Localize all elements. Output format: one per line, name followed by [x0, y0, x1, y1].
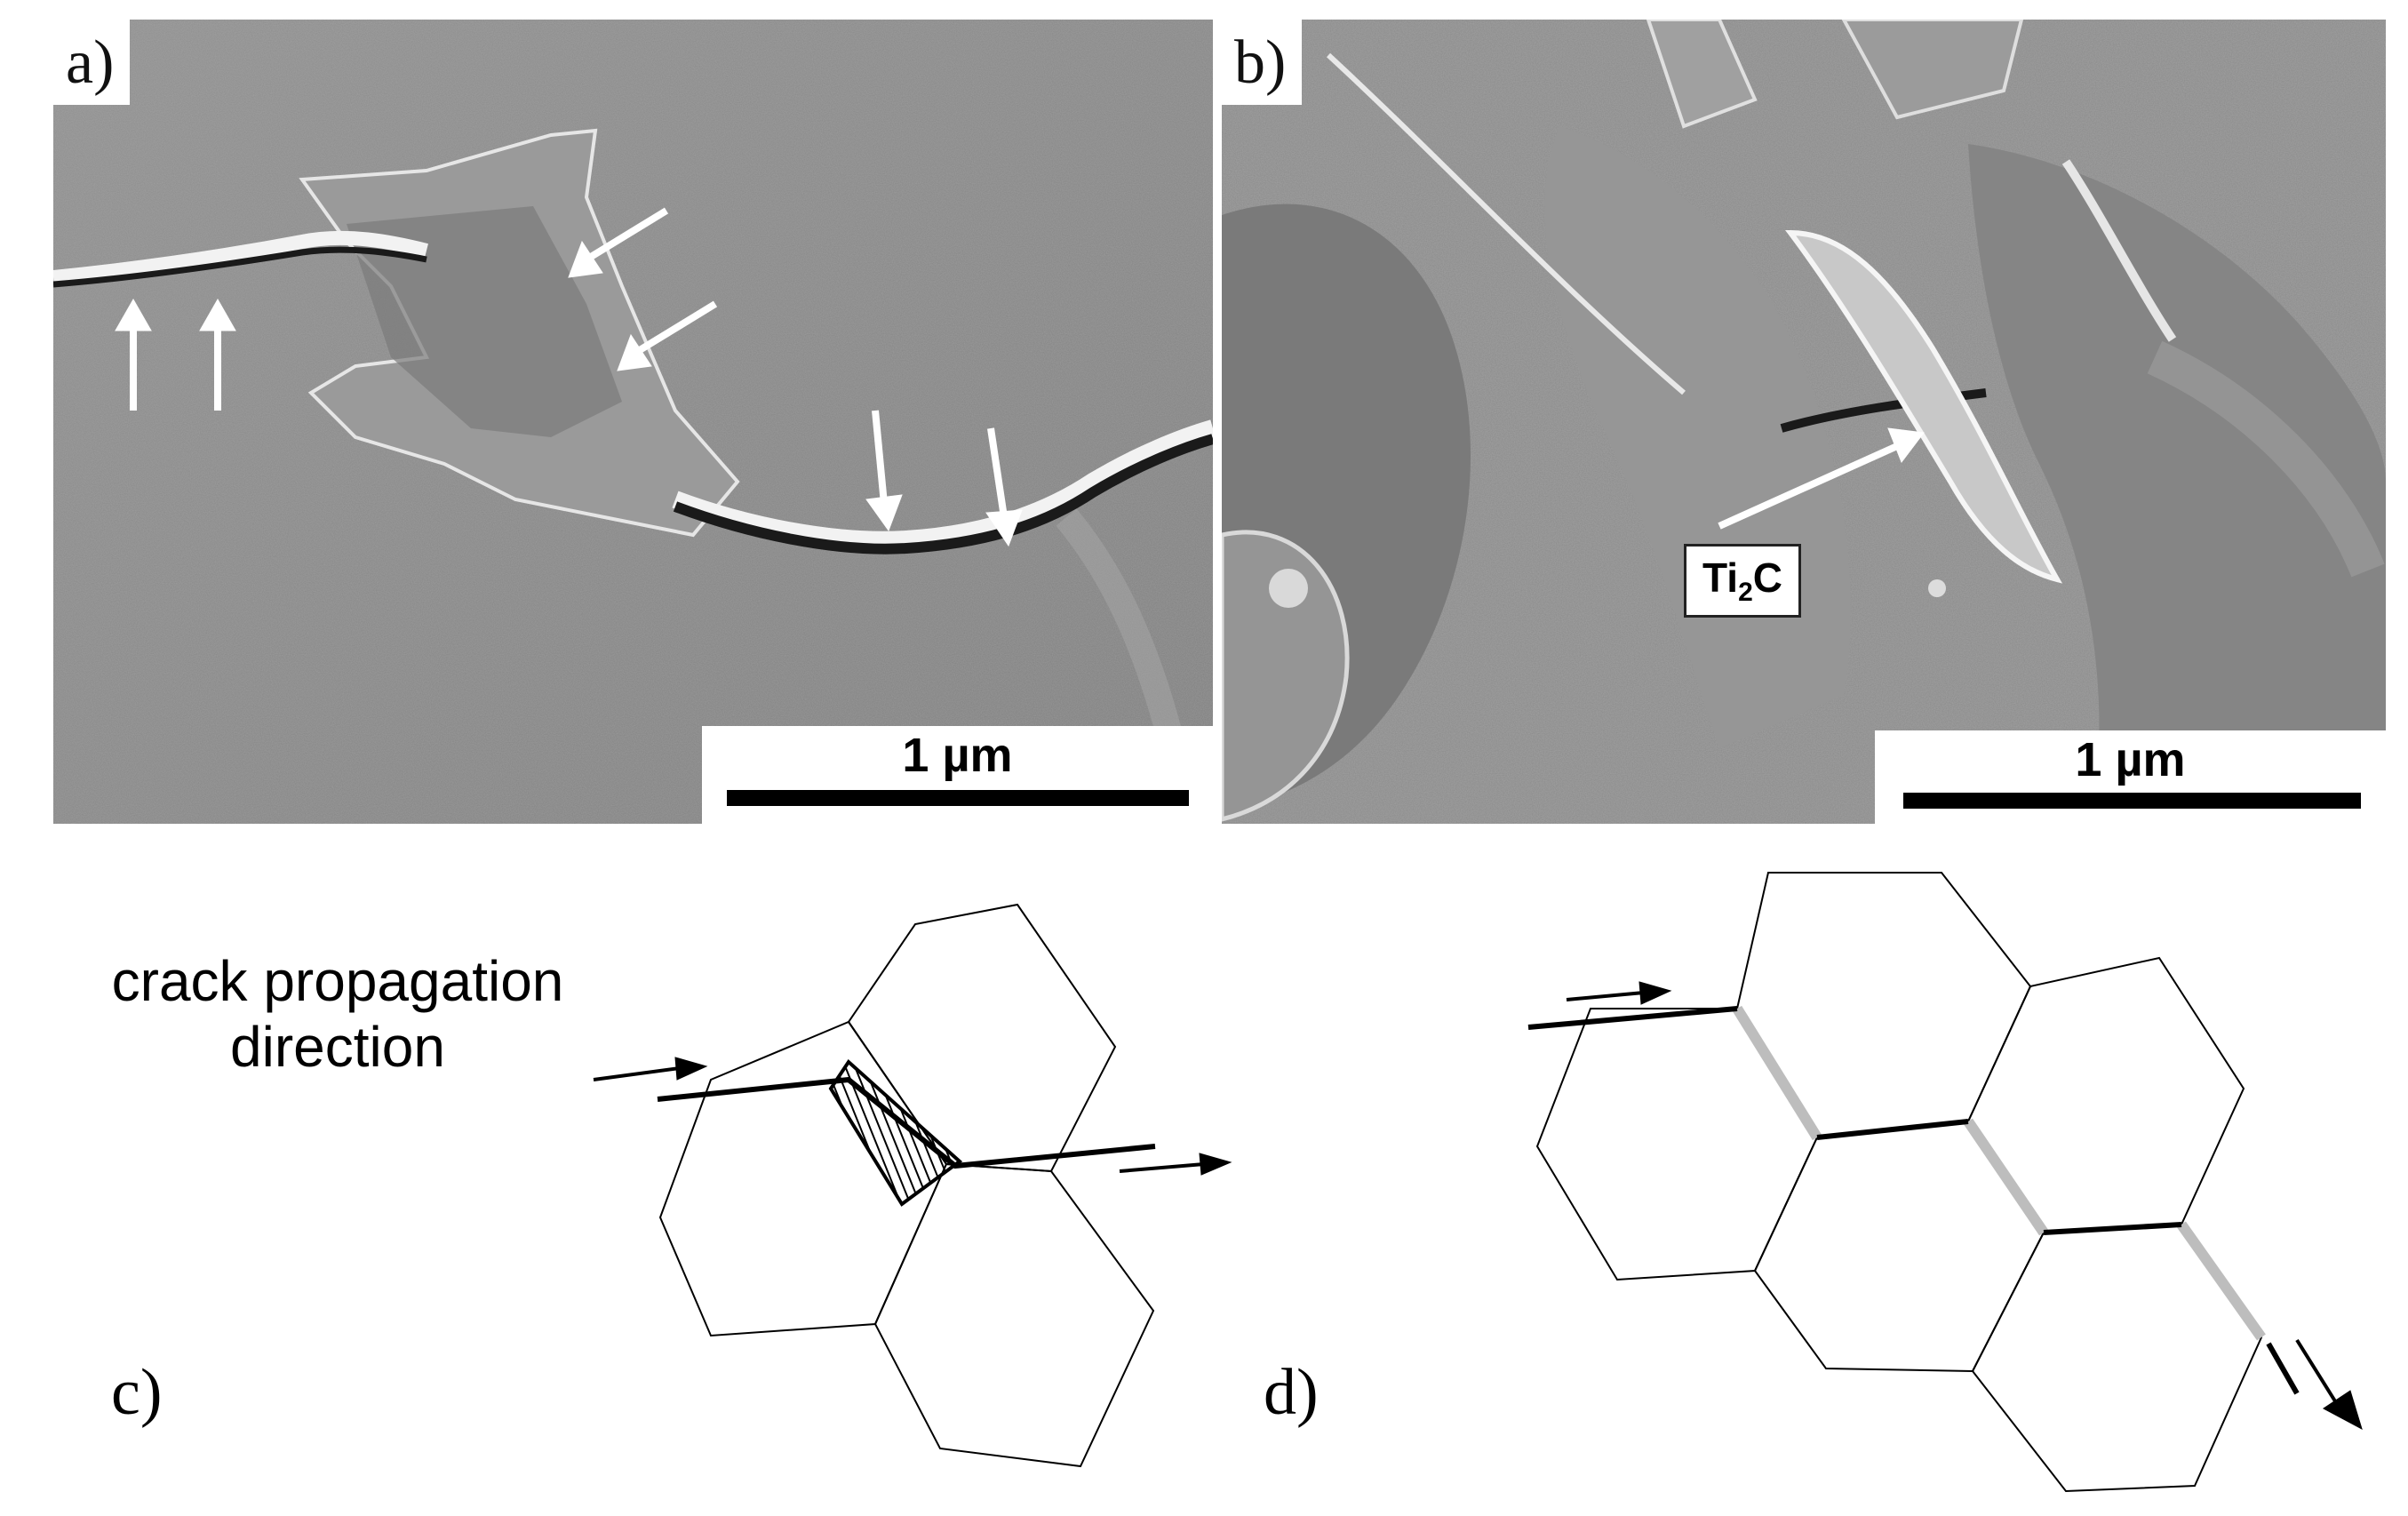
scale-bar-box-a: 1 µm [702, 726, 1213, 824]
panel-label-d: d) [1264, 1356, 1319, 1429]
arrow-icon [2295, 1338, 2363, 1431]
scale-bar-b [1903, 793, 2361, 809]
crack-path-c [657, 1076, 1156, 1169]
scale-bar-label-b: 1 µm [2075, 733, 2186, 786]
diagram-d [1535, 872, 2263, 1493]
caption-line-2: direction [230, 1014, 445, 1079]
crack-path-d [1527, 1006, 2300, 1395]
callout-tail: C [1752, 555, 1782, 601]
scale-bar-label-a: 1 µm [902, 729, 1013, 782]
hatched-facet-c [828, 1058, 963, 1207]
sem-panel-a: a) 1 µm [53, 20, 1213, 824]
crack-diagrams [593, 872, 2363, 1493]
panel-label-c: c) [111, 1356, 163, 1429]
grain-c-right [873, 1162, 1155, 1468]
arrow-icon [1119, 1153, 1232, 1176]
arrow-icon [1718, 427, 1925, 530]
grain-d-1 [1535, 1008, 1819, 1281]
grain-d-5 [1971, 1223, 2263, 1493]
arrow-icon [115, 207, 1023, 547]
grain-d-3 [1753, 1120, 2045, 1373]
sem-image-b [1222, 20, 2386, 824]
panel-label-a: a) [53, 20, 131, 105]
crack-direction-caption: crack propagation direction [36, 949, 640, 1080]
grain-d-2 [1735, 872, 2032, 1139]
grain-boundary-phase [1732, 1005, 2266, 1341]
callout-sub: 2 [1738, 578, 1753, 608]
scale-bar-box-b: 1 µm [1875, 730, 2386, 824]
panel-label-b: b) [1222, 20, 1303, 105]
arrow-icon [593, 1057, 708, 1081]
scale-bar-a [727, 790, 1189, 806]
callout-main: Ti [1702, 555, 1739, 601]
sem-panel-b: b) Ti2C 1 µm [1222, 20, 2386, 824]
caption-line-1: crack propagation [111, 949, 564, 1013]
ti2c-callout: Ti2C [1684, 544, 1801, 618]
sem-image-a [53, 20, 1213, 824]
arrow-icon [1566, 981, 1672, 1005]
